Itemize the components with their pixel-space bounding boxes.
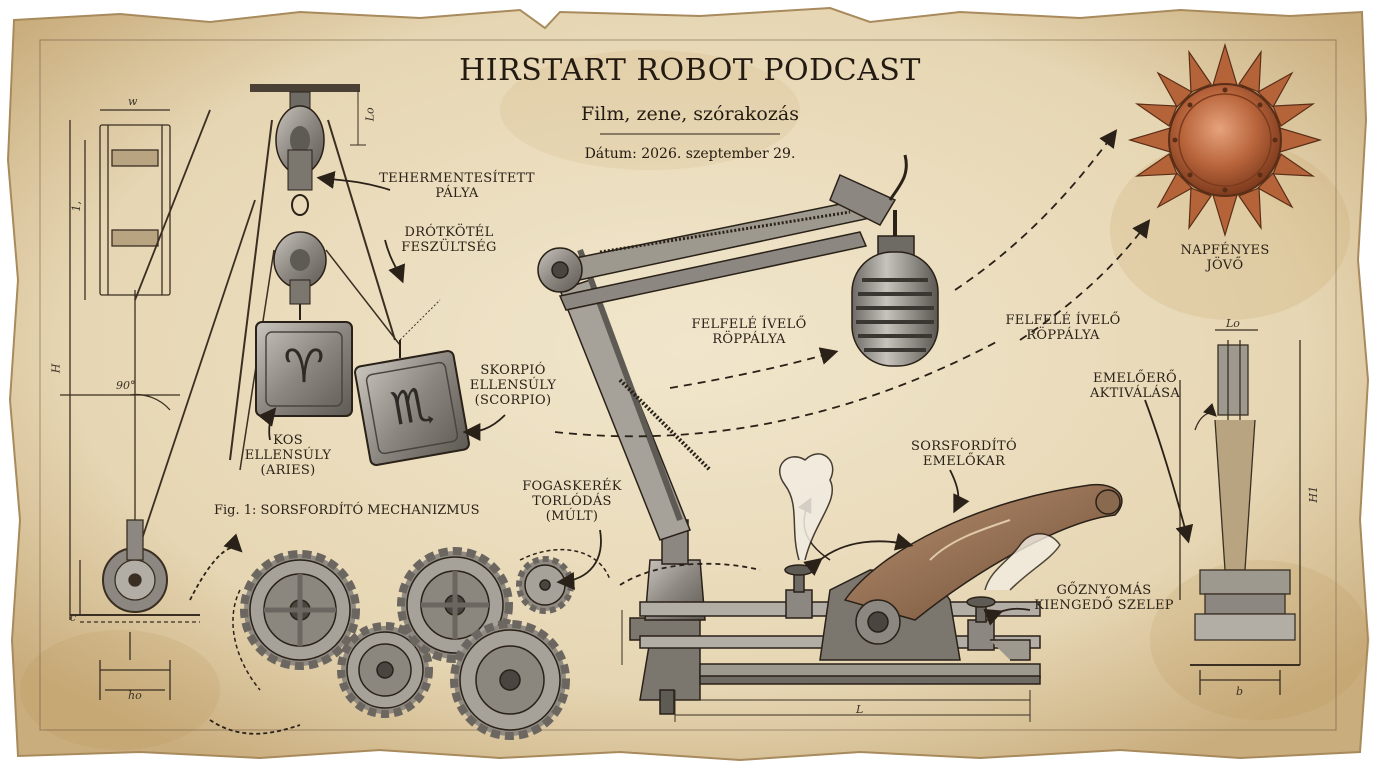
paper-stain — [500, 50, 800, 170]
page-title: HIRSTART ROBOT PODCAST — [459, 53, 921, 88]
label-relieved-path: TEHERMENTESÍTETT PÁLYA — [379, 171, 535, 201]
page-date: Dátum: 2026. szeptember 29. — [584, 146, 796, 162]
label-gear-jam: FOGASKERÉK TORLÓDÁS (MÚLT) — [522, 479, 622, 524]
label-trajectory-right: FELFELÉ ÍVELŐ RÖPPÁLYA — [1005, 313, 1121, 343]
label-wire-tension: DRÓTKÖTÉL FESZÜLTSÉG — [401, 225, 497, 255]
page-subtitle: Film, zene, szórakozás — [581, 103, 799, 125]
steam-valve — [966, 533, 1061, 661]
dim-ho: ho — [128, 689, 142, 702]
title-dimension-line — [350, 90, 366, 146]
pulley-system — [229, 84, 441, 471]
label-lever-activation: EMELŐERŐ AKTIVÁLÁSA — [1089, 371, 1181, 401]
aries-symbol: ♈ — [283, 339, 325, 393]
dim-tl: 1, — [69, 201, 83, 212]
lever-dimension-lines — [621, 610, 1031, 722]
aries-weight — [255, 321, 353, 417]
trajectory-arrows — [189, 129, 1194, 735]
blueprint-frame — [39, 39, 1337, 731]
lever-icon — [797, 483, 1123, 661]
label-steam-valve: GŐZNYOMÁS KIENGEDŐ SZELEP — [1034, 583, 1174, 613]
figure-caption: Fig. 1: SORSFORDÍTÓ MECHANIZMUS — [214, 503, 480, 518]
valve-icon — [778, 453, 834, 619]
scorpio-weight — [354, 350, 470, 466]
label-fate-lever: SORSFORDÍTÓ EMELŐKAR — [911, 439, 1017, 469]
scorpio-symbol: ♏ — [386, 375, 437, 437]
label-scorpio-weight: SKORPIÓ ELLENSÚLY (SCORPIO) — [469, 363, 557, 408]
label-trajectory-left: FELFELÉ ÍVELŐ RÖPPÁLYA — [691, 317, 807, 347]
dim-b: b — [1236, 685, 1244, 698]
right-technical-diagram — [1179, 329, 1301, 695]
dim-w: w — [128, 95, 138, 108]
dim-c: c — [70, 611, 77, 624]
dim-angle: 90° — [116, 379, 136, 392]
microphone-icon — [851, 251, 939, 367]
dim-lo-right: Lo — [1226, 317, 1240, 330]
dim-lo-top: Lo — [363, 107, 377, 122]
label-sunny-future: NAPFÉNYES JÖVŐ — [1180, 243, 1270, 273]
label-aries-weight: KOS ELLENSÚLY (ARIES) — [244, 433, 332, 478]
dim-h1: H1 — [1306, 486, 1320, 503]
dim-l: L — [856, 703, 864, 716]
dim-h: H — [49, 363, 63, 374]
gear-cluster — [232, 547, 611, 740]
sun-icon — [1127, 42, 1323, 238]
left-technical-diagram — [60, 109, 256, 700]
